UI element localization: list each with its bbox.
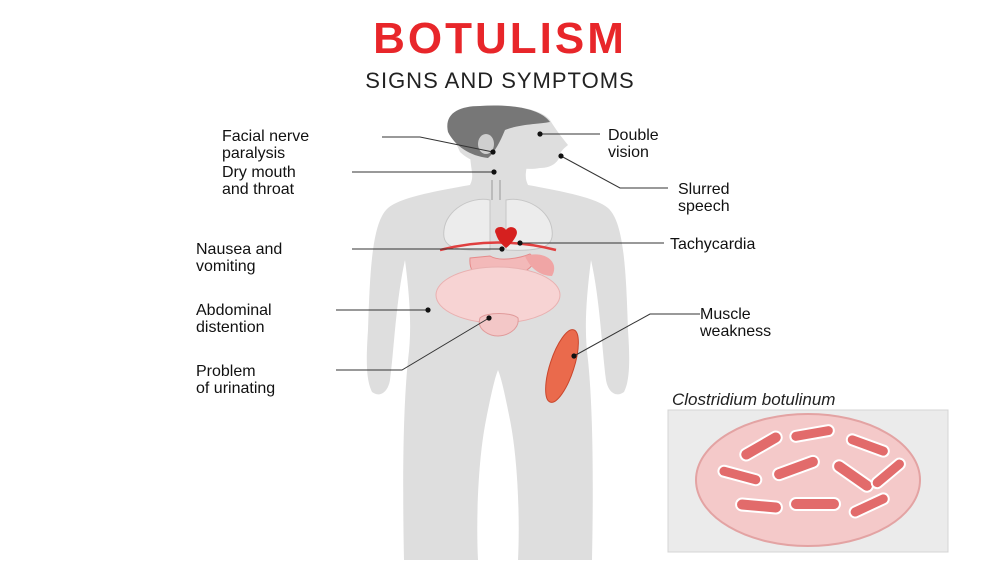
- label-muscle-weakness: Muscle weakness: [700, 306, 771, 340]
- label-line: Tachycardia: [670, 236, 756, 253]
- bacterium: [717, 464, 763, 487]
- label-line: paralysis: [222, 145, 286, 162]
- microscope-title: Clostridium botulinum: [672, 390, 836, 409]
- hair-shape: [447, 105, 550, 158]
- label-line: Dry mouth: [222, 164, 296, 181]
- microscope-panel: [667, 409, 949, 553]
- muscle-shape: [545, 329, 579, 403]
- bacterium: [832, 459, 874, 493]
- bacterium: [848, 492, 890, 519]
- leader-lines: [336, 133, 700, 371]
- label-double-vision: Double vision: [608, 127, 659, 161]
- line-facial: [382, 136, 494, 153]
- bacterium: [845, 433, 890, 458]
- liver: [525, 254, 555, 276]
- label-line: Facial nerve: [222, 128, 310, 145]
- label-abdominal: Abdominal distention: [196, 302, 272, 336]
- bacterium: [739, 430, 783, 462]
- dot-tachycardia: [517, 240, 523, 246]
- label-line: Problem: [196, 363, 256, 380]
- page-subtitle: SIGNS AND SYMPTOMS: [365, 68, 635, 93]
- bacterium: [789, 424, 835, 443]
- bacterium: [789, 497, 841, 511]
- organs: [435, 180, 579, 403]
- line-urinating: [336, 317, 490, 371]
- label-nausea: Nausea and vomiting: [196, 241, 282, 275]
- bacterium: [735, 497, 783, 515]
- label-line: Double: [608, 127, 659, 144]
- line-slurred: [560, 155, 668, 189]
- ear-shape: [478, 134, 494, 154]
- label-line: speech: [678, 198, 730, 215]
- label-line: Abdominal: [196, 302, 272, 319]
- dot-abdominal: [425, 307, 431, 313]
- label-line: distention: [196, 319, 265, 336]
- heart: [495, 227, 517, 248]
- label-line: Slurred: [678, 181, 730, 198]
- bacterium: [772, 454, 820, 482]
- label-line: and throat: [222, 181, 295, 198]
- label-line: vision: [608, 144, 649, 161]
- label-slurred-speech: Slurred speech: [678, 181, 730, 215]
- body-silhouette: [366, 105, 630, 560]
- dot-slurred: [558, 153, 564, 159]
- line-muscle: [573, 313, 700, 357]
- label-line: Muscle: [700, 306, 751, 323]
- lungs: [443, 198, 553, 251]
- label-facial-nerve: Facial nerve paralysis: [222, 128, 309, 162]
- label-dry-mouth: Dry mouth and throat: [222, 164, 296, 198]
- bacteria: [717, 424, 906, 519]
- dot-double-vision: [537, 131, 543, 137]
- label-urinating: Problem of urinating: [196, 363, 275, 397]
- trachea: [491, 180, 501, 200]
- page-title: BOTULISM: [373, 14, 627, 63]
- torso-shape: [366, 150, 630, 560]
- dot-muscle: [571, 353, 577, 359]
- dot-urinating: [486, 315, 492, 321]
- label-line: of urinating: [196, 380, 276, 397]
- dot-nausea: [499, 246, 505, 252]
- dot-facial: [490, 149, 496, 155]
- label-line: weakness: [700, 323, 772, 340]
- label-tachycardia: Tachycardia: [670, 236, 755, 253]
- diaphragm: [439, 241, 557, 252]
- bacterium: [870, 457, 906, 490]
- leader-dots: [425, 131, 577, 359]
- label-line: vomiting: [196, 258, 256, 275]
- label-line: Nausea and: [196, 241, 283, 258]
- dot-dry-mouth: [491, 169, 497, 175]
